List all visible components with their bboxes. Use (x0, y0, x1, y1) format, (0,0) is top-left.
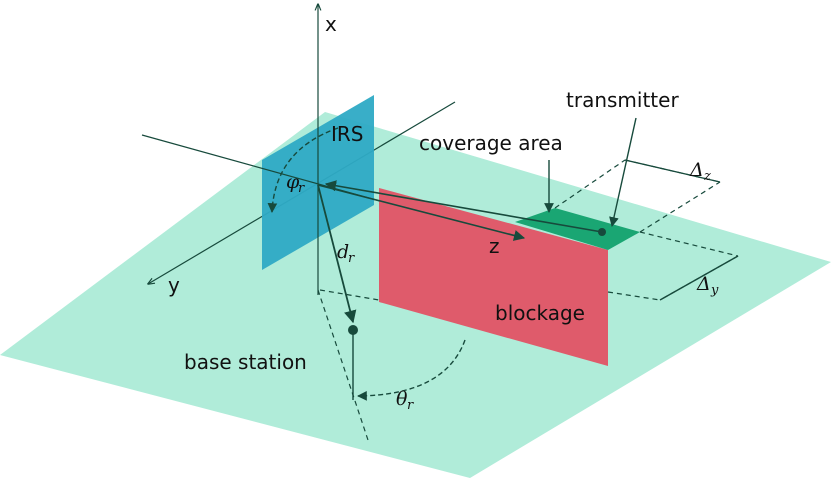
axis-z-label: z (489, 234, 500, 258)
ray-irs-to-z (317, 184, 526, 241)
blockage-label: blockage (495, 301, 585, 325)
delta-y-symbol: Δ y (696, 273, 719, 298)
ray-transmitter-to-irs (324, 180, 603, 233)
base-station-label: base station (184, 350, 307, 374)
delta-y-dimension (659, 255, 739, 301)
phi-angle-arc (267, 127, 339, 213)
d-r-symbol: d r (337, 241, 355, 266)
d-r-vector (317, 184, 357, 324)
svg-text:Δ: Δ (696, 273, 711, 295)
svg-text:r: r (348, 251, 355, 266)
theta-angle-arc (357, 339, 466, 401)
theta-r-symbol: θ r (396, 388, 414, 413)
svg-text:d: d (337, 241, 349, 263)
coverage-area-label: coverage area (419, 131, 563, 155)
irs-label: IRS (331, 122, 364, 146)
axis-y-label: y (168, 273, 180, 297)
delta-z-dimension (624, 159, 721, 183)
blockage-wall (379, 188, 608, 366)
svg-text:r: r (298, 181, 305, 196)
svg-text:θ: θ (396, 388, 408, 410)
svg-text:y: y (710, 283, 719, 298)
coverage-area-patch (515, 208, 640, 250)
axis-x-label: x (325, 12, 337, 36)
delta-z-symbol: Δ z (689, 159, 711, 184)
svg-text:φ: φ (286, 171, 300, 193)
transmitter-pointer (609, 117, 637, 227)
svg-text:Δ: Δ (689, 159, 704, 181)
base-station-point (348, 325, 358, 335)
transmitter-label: transmitter (566, 88, 679, 112)
svg-text:z: z (703, 169, 711, 184)
svg-text:r: r (407, 398, 414, 413)
phi-r-symbol: φ r (286, 171, 305, 196)
transmitter-point (598, 228, 606, 236)
